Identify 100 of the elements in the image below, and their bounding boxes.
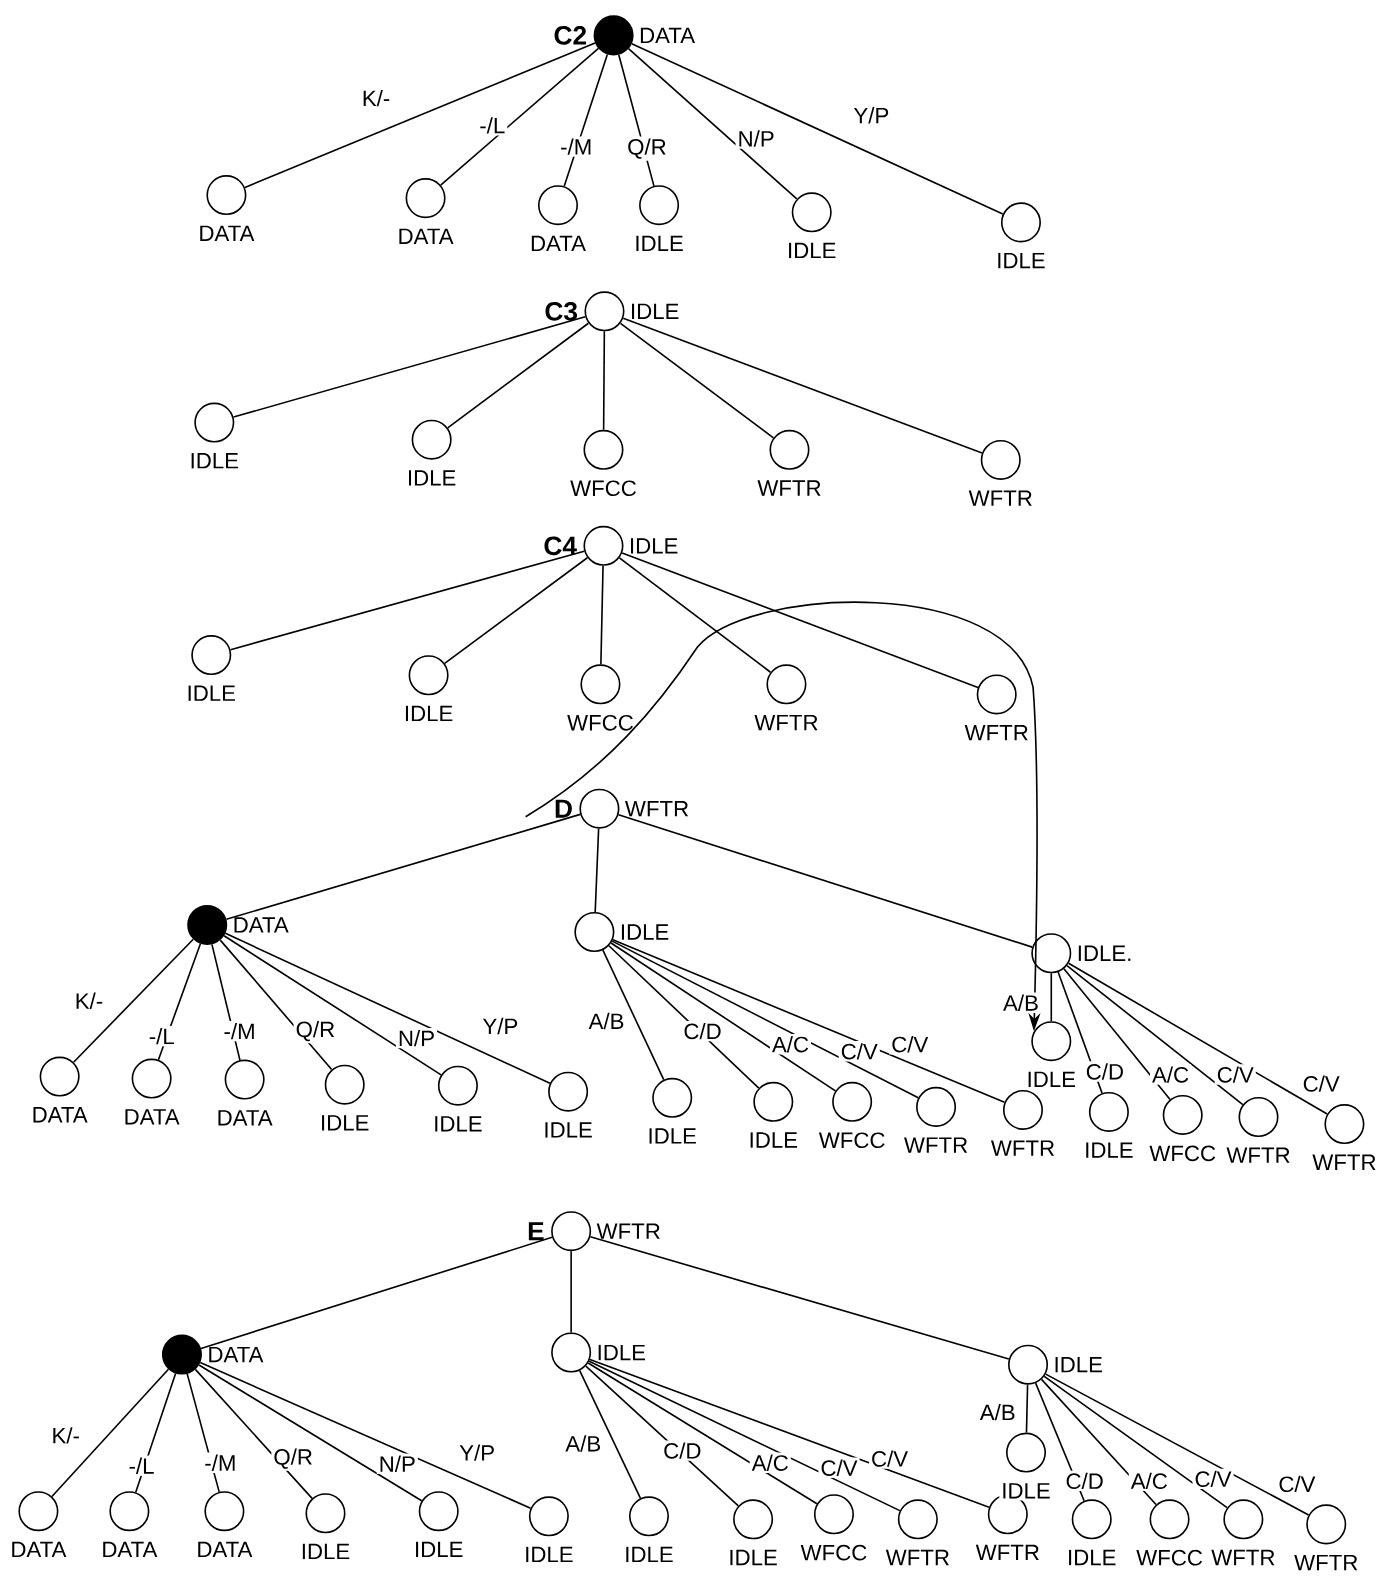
- node-label: WFCC: [818, 1132, 885, 1149]
- node-label: DATA: [33, 1107, 88, 1123]
- edge-label: K/-: [72, 990, 106, 1011]
- node-label: IDLE: [191, 453, 239, 469]
- edge-label: A/C: [749, 1452, 791, 1473]
- edge-label: C/V: [1276, 1473, 1318, 1495]
- node-label: WFCC: [1149, 1145, 1216, 1162]
- node-label: WFTR: [757, 480, 821, 496]
- node-label: DATA: [531, 235, 587, 252]
- edge-label: C/V: [1300, 1073, 1342, 1094]
- tree-line: [1043, 1375, 1228, 1509]
- tree-line: [600, 565, 604, 666]
- tree-line: [229, 550, 586, 651]
- node-label: IDLE: [626, 1546, 673, 1563]
- node-label: IDLE: [622, 924, 669, 940]
- edge-label: Q/R: [625, 136, 669, 161]
- node-label: WFTR: [625, 801, 689, 817]
- tree-line: [224, 932, 551, 1085]
- node-label: WFCC: [1136, 1549, 1203, 1566]
- edge-label: C/D: [1063, 1470, 1106, 1492]
- tree-line: [610, 942, 837, 1092]
- edge-label: K/-: [359, 87, 393, 109]
- tree-line: [223, 934, 442, 1076]
- node-label: WFTR: [1294, 1554, 1358, 1571]
- node-label: DATA: [125, 1109, 180, 1125]
- node-label: IDLE: [406, 705, 453, 722]
- node-label: DATA: [209, 1346, 264, 1363]
- tree-line: [1066, 964, 1244, 1106]
- edge-label: -/M: [558, 136, 595, 157]
- tree-line: [199, 1361, 532, 1509]
- node-label: IDLE.: [1078, 945, 1131, 961]
- node-label: IDLE: [545, 1122, 592, 1138]
- node-label: WFTR: [964, 725, 1028, 741]
- node-label: IDLE: [632, 303, 679, 319]
- edge-label: C/D: [681, 1020, 724, 1042]
- edge-label: Y/P: [851, 105, 892, 126]
- edge-label: C/D: [1083, 1061, 1127, 1082]
- tree-line: [570, 1250, 573, 1334]
- node-label: WFTR: [1226, 1147, 1290, 1163]
- tree-line: [621, 552, 979, 689]
- tree-line: [1067, 962, 1329, 1115]
- node-label: IDLE: [631, 538, 678, 554]
- node-label: C4: [544, 536, 577, 556]
- tree-line: [631, 42, 1004, 215]
- edge-label: -/M: [202, 1452, 239, 1473]
- node-label: IDLE: [409, 470, 456, 486]
- node-label: WFTR: [975, 1544, 1039, 1561]
- tree-line: [611, 940, 920, 1099]
- tree-line: [1050, 972, 1053, 1022]
- edge-label: -/L: [126, 1455, 157, 1476]
- node-label: IDLE: [1055, 1357, 1103, 1373]
- tree-line: [244, 42, 596, 189]
- node-label: DATA: [103, 1541, 158, 1558]
- edge-label: N/P: [396, 1027, 438, 1049]
- edge-label: -/M: [221, 1020, 258, 1042]
- edge-label: A/B: [1001, 992, 1041, 1013]
- node-label: WFTR: [1211, 1549, 1275, 1566]
- node-label: IDLE: [1028, 1071, 1076, 1088]
- edge-label: Y/P: [457, 1442, 498, 1463]
- node-label: IDLE: [750, 1132, 798, 1148]
- tree-line: [622, 317, 983, 454]
- node-label: DATA: [218, 1110, 273, 1126]
- tree-line: [1044, 1373, 1310, 1516]
- node-label: IDLE: [1069, 1549, 1116, 1566]
- edge-label: C/V: [889, 1034, 931, 1055]
- node-label: DATA: [640, 27, 696, 44]
- edge-label: C/V: [1192, 1468, 1234, 1490]
- tree-line: [589, 1236, 1010, 1360]
- edge-label: N/P: [735, 128, 777, 149]
- edge-label: A/B: [977, 1402, 1018, 1423]
- tree-line: [440, 47, 600, 186]
- node-label: WFTR: [596, 1223, 660, 1239]
- node-label: C2: [554, 26, 587, 45]
- tree-line: [618, 557, 772, 674]
- node-label: IDLE: [322, 1115, 369, 1131]
- node-label: IDLE: [302, 1543, 350, 1560]
- edge-label: C/D: [661, 1440, 704, 1461]
- node-label: IDLE: [998, 252, 1045, 269]
- tree-line: [1063, 967, 1171, 1101]
- edge-label: Q/R: [271, 1446, 316, 1471]
- tree-line: [594, 827, 600, 913]
- edge-label: K/-: [49, 1425, 83, 1446]
- tree-line: [1025, 1383, 1029, 1434]
- edge-label: -/L: [477, 115, 508, 136]
- node-label: IDLE: [188, 685, 236, 701]
- node-label: IDLE: [526, 1546, 573, 1563]
- tree-line: [444, 556, 589, 665]
- node-label: IDLE: [1003, 1483, 1050, 1499]
- node-label: WFCC: [800, 1544, 867, 1561]
- tree-line: [194, 1368, 313, 1500]
- node-label: IDLE: [649, 1128, 697, 1144]
- edge-label: C/V: [838, 1041, 880, 1062]
- node-label: IDLE: [1086, 1142, 1133, 1158]
- node-label: WFTR: [1312, 1154, 1376, 1170]
- node-label: IDLE: [598, 1344, 646, 1361]
- tree-line: [1040, 1378, 1157, 1506]
- edge-label: A/B: [563, 1433, 604, 1454]
- tree-line: [579, 1369, 642, 1499]
- node-label: IDLE: [636, 235, 683, 252]
- node-label: C3: [545, 302, 578, 321]
